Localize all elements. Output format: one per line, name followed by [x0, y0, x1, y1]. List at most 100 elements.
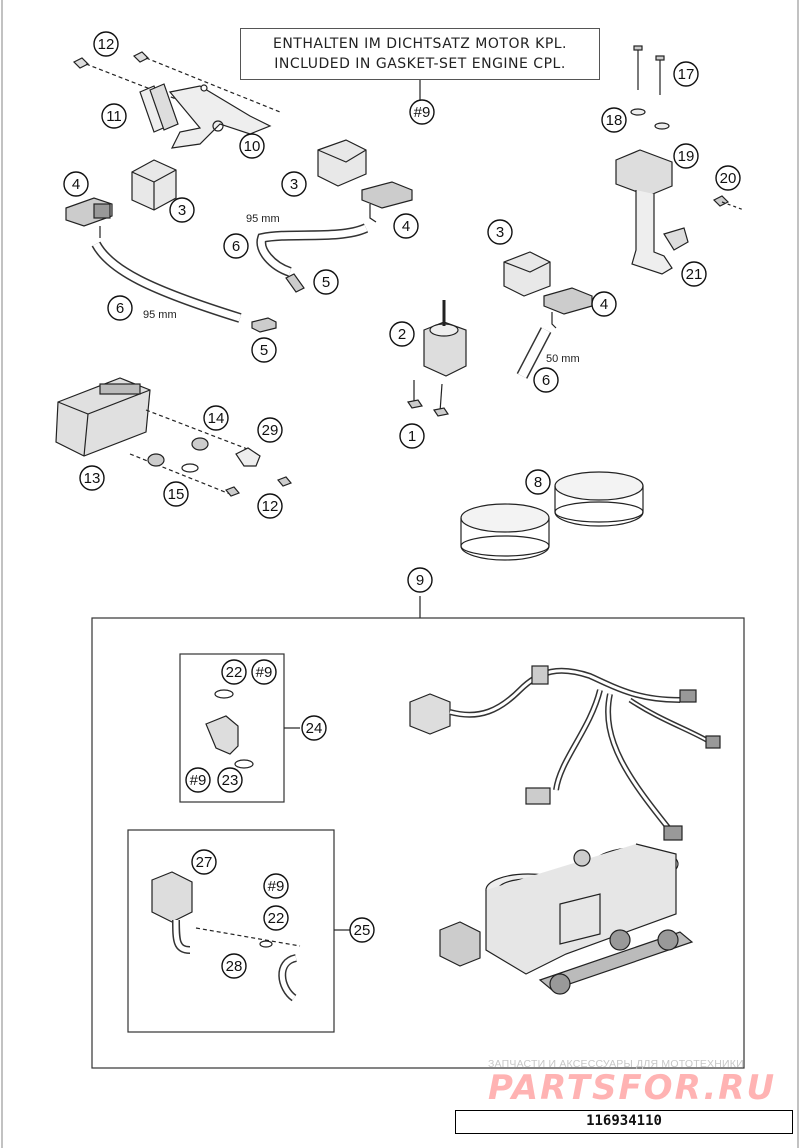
map-sensor-part	[317, 139, 367, 187]
callout-circle	[533, 367, 559, 393]
pressure-sensor-part	[361, 181, 413, 223]
callout-label: 4	[72, 176, 80, 193]
callout-label: 3	[290, 176, 298, 193]
callout-layer: #912111043346565171819202134621131429151…	[63, 31, 741, 979]
callout-label: 3	[178, 202, 186, 219]
callout-circle	[101, 103, 127, 129]
callout-circle	[591, 291, 617, 317]
callout-circle	[257, 417, 283, 443]
hose-nipple-part	[285, 273, 305, 293]
callout-14: 14	[203, 405, 229, 431]
sensor-bracket-part	[168, 84, 272, 149]
callout-circle	[487, 219, 513, 245]
callout-label: 18	[606, 112, 623, 129]
callout-circle	[203, 405, 229, 431]
callout-21: 21	[681, 261, 707, 287]
callout-label: 20	[720, 170, 737, 187]
callout-18: 18	[601, 107, 627, 133]
callout-hash-9: #9	[263, 873, 289, 899]
map-sensor-part	[131, 159, 177, 211]
callout-label: 6	[116, 300, 124, 317]
callout-label: 17	[678, 66, 695, 83]
callout-circle	[63, 171, 89, 197]
callout-label: 10	[244, 138, 261, 155]
hose-length-label: 95 mm	[246, 213, 280, 225]
callout-label: 1	[408, 428, 416, 445]
callout-circle	[251, 659, 277, 685]
callout-6: 6	[223, 233, 249, 259]
callout-20: 20	[715, 165, 741, 191]
callout-label: 24	[306, 720, 323, 737]
callout-8: 8	[525, 469, 551, 495]
callout-15: 15	[163, 481, 189, 507]
callout-4: 4	[591, 291, 617, 317]
callout-circle	[251, 337, 277, 363]
callout-label: 21	[686, 266, 703, 283]
gasket-set-note: ENTHALTEN IM DICHTSATZ MOTOR KPL. INCLUD…	[240, 28, 600, 80]
map-sensor-part	[503, 251, 551, 297]
note-line-english: INCLUDED IN GASKET-SET ENGINE CPL.	[274, 56, 566, 72]
callout-circle	[223, 233, 249, 259]
callout-circle	[349, 917, 375, 943]
callout-circle	[169, 197, 195, 223]
callout-label: 8	[534, 474, 542, 491]
callout-10: 10	[239, 133, 265, 159]
callout-circle	[239, 133, 265, 159]
callout-circle	[191, 849, 217, 875]
callout-label: 19	[678, 148, 695, 165]
callout-circle	[263, 873, 289, 899]
watermark-logo: PARTSFOR.RU	[488, 1068, 777, 1108]
drawing-number: 116934110	[455, 1110, 793, 1134]
hose-length-label: 95 mm	[143, 309, 177, 321]
injector-part	[205, 689, 254, 769]
callout-label: 23	[222, 772, 239, 789]
callout-4: 4	[63, 171, 89, 197]
intake-boot-part	[460, 471, 644, 561]
callout-label: #9	[268, 878, 285, 895]
callout-label: 2	[398, 326, 406, 343]
callout-circle	[715, 165, 741, 191]
callout-circle	[301, 715, 327, 741]
callout-27: 27	[191, 849, 217, 875]
callout-label: 22	[268, 910, 285, 927]
callout-19: 19	[673, 143, 699, 169]
callout-label: 14	[208, 410, 225, 427]
callout-3: 3	[281, 171, 307, 197]
callout-label: 4	[600, 296, 608, 313]
callout-circle	[409, 99, 435, 125]
callout-circle	[163, 481, 189, 507]
callout-12: 12	[93, 31, 119, 57]
callout-6: 6	[107, 295, 133, 321]
wiring-harness-part	[409, 665, 721, 841]
pressure-sensor-part	[543, 287, 593, 329]
callout-label: #9	[190, 772, 207, 789]
bracket-strip-part	[139, 83, 179, 133]
callout-circle	[217, 767, 243, 793]
callout-circle	[79, 465, 105, 491]
callout-circle	[389, 321, 415, 347]
callout-circle	[281, 171, 307, 197]
callout-4: 4	[393, 213, 419, 239]
hose-length-label: 50 mm	[546, 353, 580, 365]
callout-circle	[107, 295, 133, 321]
vacuum-hose-part	[91, 241, 242, 323]
throttle-body-part	[439, 843, 694, 995]
idle-actuator-part	[407, 300, 467, 417]
callout-17: 17	[673, 61, 699, 87]
callout-5: 5	[313, 269, 339, 295]
callout-circle	[393, 213, 419, 239]
callout-11: 11	[101, 103, 127, 129]
callout-circle	[263, 905, 289, 931]
callout-3: 3	[487, 219, 513, 245]
callout-29: 29	[257, 417, 283, 443]
callout-label: 4	[402, 218, 410, 235]
callout-28: 28	[221, 953, 247, 979]
callout-2: 2	[389, 321, 415, 347]
callout-6: 6	[533, 367, 559, 393]
callout-label: 5	[322, 274, 330, 291]
callout-label: 13	[84, 470, 101, 487]
hose-nipple-part	[251, 317, 277, 333]
grommet-bolt-set	[129, 409, 293, 497]
callout-9: 9	[407, 567, 433, 593]
